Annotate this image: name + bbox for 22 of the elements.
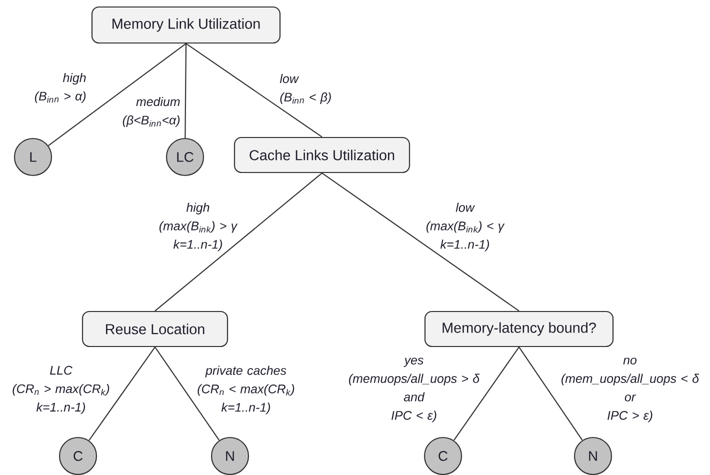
decision-box: Cache Links Utilization	[234, 136, 410, 174]
edge-label: medium (β<B$_{inn}$<α)	[122, 96, 180, 127]
decision-box: Reuse Location	[82, 310, 228, 348]
connector-line	[518, 346, 583, 441]
connector-line	[453, 346, 520, 441]
connector-line	[184, 44, 187, 138]
edge-label: low (B$_{inn}$ < β)	[280, 74, 331, 104]
connector-line	[48, 43, 186, 146]
edge-label: high (B$_{inn}$ > α)	[34, 72, 86, 103]
edge-label: low (max(B$_{ink}$) < γ k=1..n-1)	[426, 202, 505, 252]
connector-line	[322, 172, 520, 312]
decision-box: Memory Link Utilization	[91, 6, 281, 44]
edge-label: high (max(B$_{ink}$) > γ k=1..n-1)	[159, 202, 238, 252]
edge-label: private caches (CR$_{n}$ < max(CR$_{k}$) k=1..n-1)	[198, 366, 294, 414]
edge-label: yes (memuops/all_uops > δ and IPC < ε)	[349, 358, 480, 422]
connector-line	[154, 172, 322, 312]
connector-line	[186, 43, 322, 138]
decision-box: Memory-latency bound?	[424, 310, 614, 348]
edge-label: no (mem_uops/all_uops < δ or IPC > ε)	[562, 358, 700, 422]
edge-label: LLC (CR$_{n}$ > max(CR$_{k}$) k=1..n-1)	[12, 366, 110, 414]
connector-line	[88, 346, 156, 441]
connector-line	[154, 346, 220, 441]
